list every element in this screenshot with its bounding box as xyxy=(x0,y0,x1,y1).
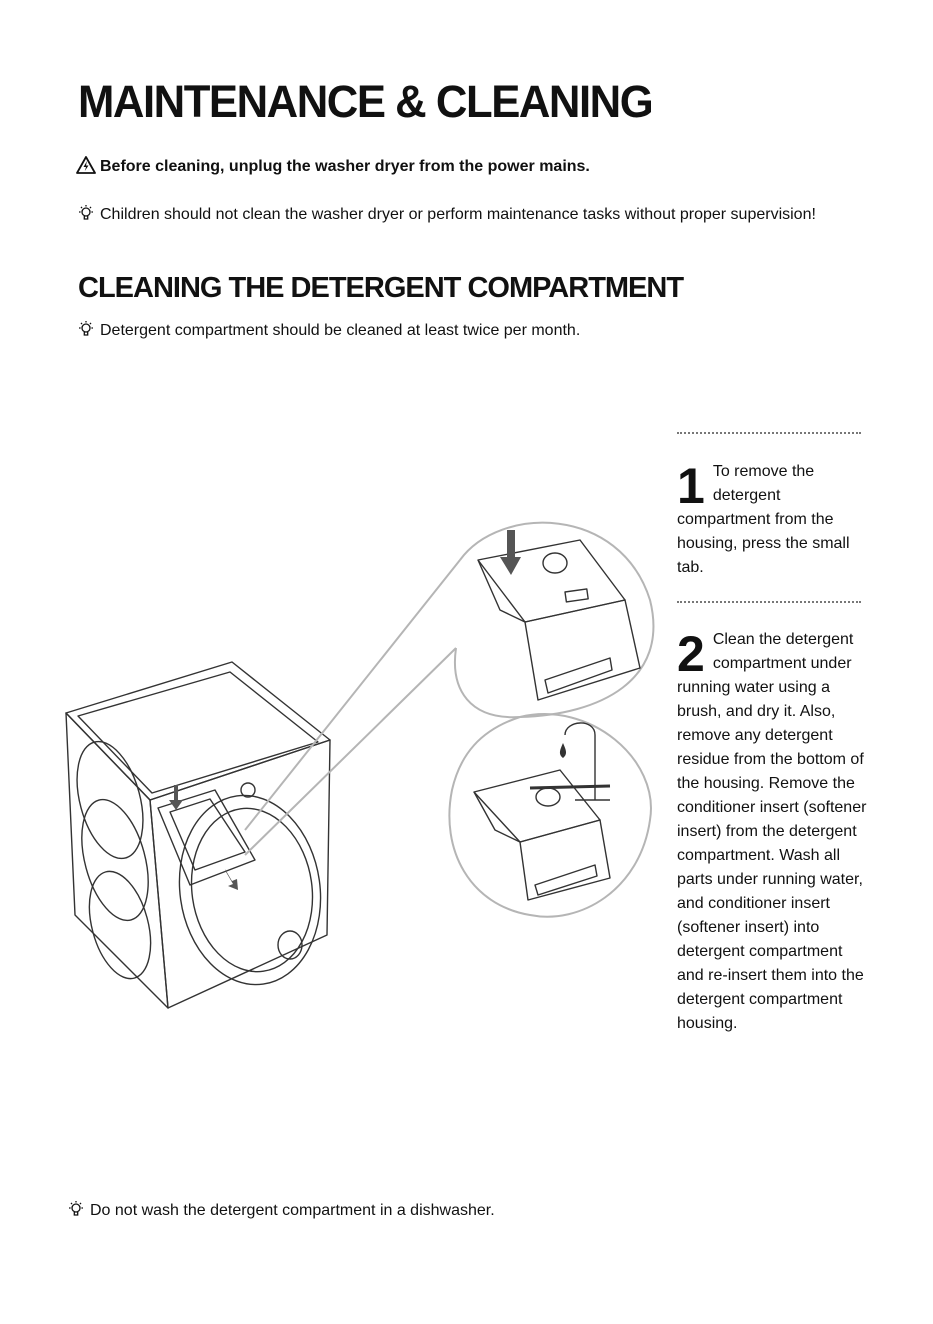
washer-illustration xyxy=(65,521,655,1009)
lightbulb-icon xyxy=(76,204,96,230)
step-text: To remove the detergent compartment from… xyxy=(677,463,850,576)
step-divider xyxy=(677,432,861,434)
tip-frequency-text: Detergent compartment should be cleaned … xyxy=(100,322,581,339)
warning-text: Before cleaning, unplug the washer dryer… xyxy=(100,158,590,175)
lightbulb-icon xyxy=(66,1200,86,1226)
page-title: MAINTENANCE & CLEANING xyxy=(78,76,654,127)
step-divider xyxy=(677,601,861,603)
tip-children-text: Children should not clean the washer dry… xyxy=(100,206,816,223)
tip-children: Children should not clean the washer dry… xyxy=(76,203,836,230)
step-number: 2 xyxy=(677,626,705,682)
step-1: 1 To remove the detergent compartment fr… xyxy=(677,460,867,580)
step-2: 2 Clean the detergent compartment under … xyxy=(677,628,867,1036)
warning-triangle-icon xyxy=(76,156,96,182)
step-text: Clean the detergent compartment under ru… xyxy=(677,631,867,1032)
step-number: 1 xyxy=(677,458,705,514)
warning-notice: Before cleaning, unplug the washer dryer… xyxy=(76,155,590,182)
tip-dishwasher-text: Do not wash the detergent compartment in… xyxy=(90,1202,495,1219)
tip-dishwasher: Do not wash the detergent compartment in… xyxy=(66,1199,495,1226)
tip-frequency: Detergent compartment should be cleaned … xyxy=(76,319,580,346)
lightbulb-icon xyxy=(76,320,96,346)
section-title: CLEANING THE DETERGENT COMPARTMENT xyxy=(78,272,684,304)
